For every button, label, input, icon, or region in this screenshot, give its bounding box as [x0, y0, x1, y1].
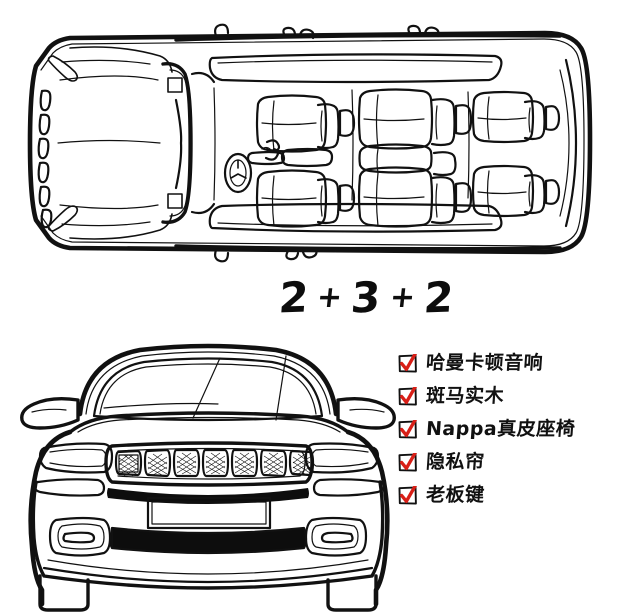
checklist-item-label: 老板键: [425, 484, 486, 506]
seat-plus-1: +: [315, 280, 345, 315]
checkbox-checked-icon[interactable]: [398, 420, 417, 439]
checklist-item-label: 斑马实木: [425, 385, 505, 407]
checklist-item-label: Nappa真皮座椅: [425, 418, 577, 440]
checklist-item[interactable]: 隐私帘: [398, 447, 610, 478]
checklist-item[interactable]: 斑马实木: [398, 381, 610, 412]
roof-rails: [174, 23, 562, 263]
fog-lamp-right: [304, 516, 368, 557]
seat-row-1-count: 2: [277, 272, 311, 323]
checklist-item[interactable]: 哈曼卡顿音响: [398, 348, 610, 379]
seat-layout-label: 2 + 3 + 2: [246, 272, 486, 324]
license-plate: [146, 496, 272, 530]
checkbox-checked-icon[interactable]: [398, 387, 417, 406]
vehicle-top-view: [27, 23, 593, 263]
steering-wheel: [223, 152, 253, 194]
seven-slot-grille: [104, 441, 315, 487]
tire-right: [326, 574, 378, 612]
side-mirror-right: [336, 396, 396, 430]
checklist-item-label: 隐私帘: [425, 451, 486, 473]
checklist-item[interactable]: 老板键: [398, 480, 610, 511]
checklist-item-label: 哈曼卡顿音响: [425, 352, 544, 374]
tire-left: [38, 574, 90, 612]
checkbox-checked-icon[interactable]: [398, 486, 417, 505]
grille-slots-topview: [37, 89, 53, 229]
side-mirror-left: [20, 396, 80, 430]
seat-plus-2: +: [387, 280, 417, 315]
windshield: [92, 355, 324, 422]
seat-row-2-count: 3: [349, 272, 383, 323]
feature-checklist: 哈曼卡顿音响 斑马实木 Nappa真皮座椅: [398, 348, 610, 511]
checklist-item[interactable]: Nappa真皮座椅: [398, 414, 610, 445]
seat-row-third: [471, 90, 561, 218]
vehicle-front-view: [20, 343, 396, 612]
seat-row-front: [255, 94, 356, 228]
panoramic-sunroof: [208, 53, 503, 233]
seat-row-3-count: 2: [422, 272, 455, 323]
checkbox-checked-icon[interactable]: [398, 453, 417, 472]
seat-row-second: [280, 88, 473, 228]
checkbox-checked-icon[interactable]: [398, 354, 417, 373]
fog-lamp-left: [48, 516, 112, 557]
center-console: [246, 139, 286, 166]
